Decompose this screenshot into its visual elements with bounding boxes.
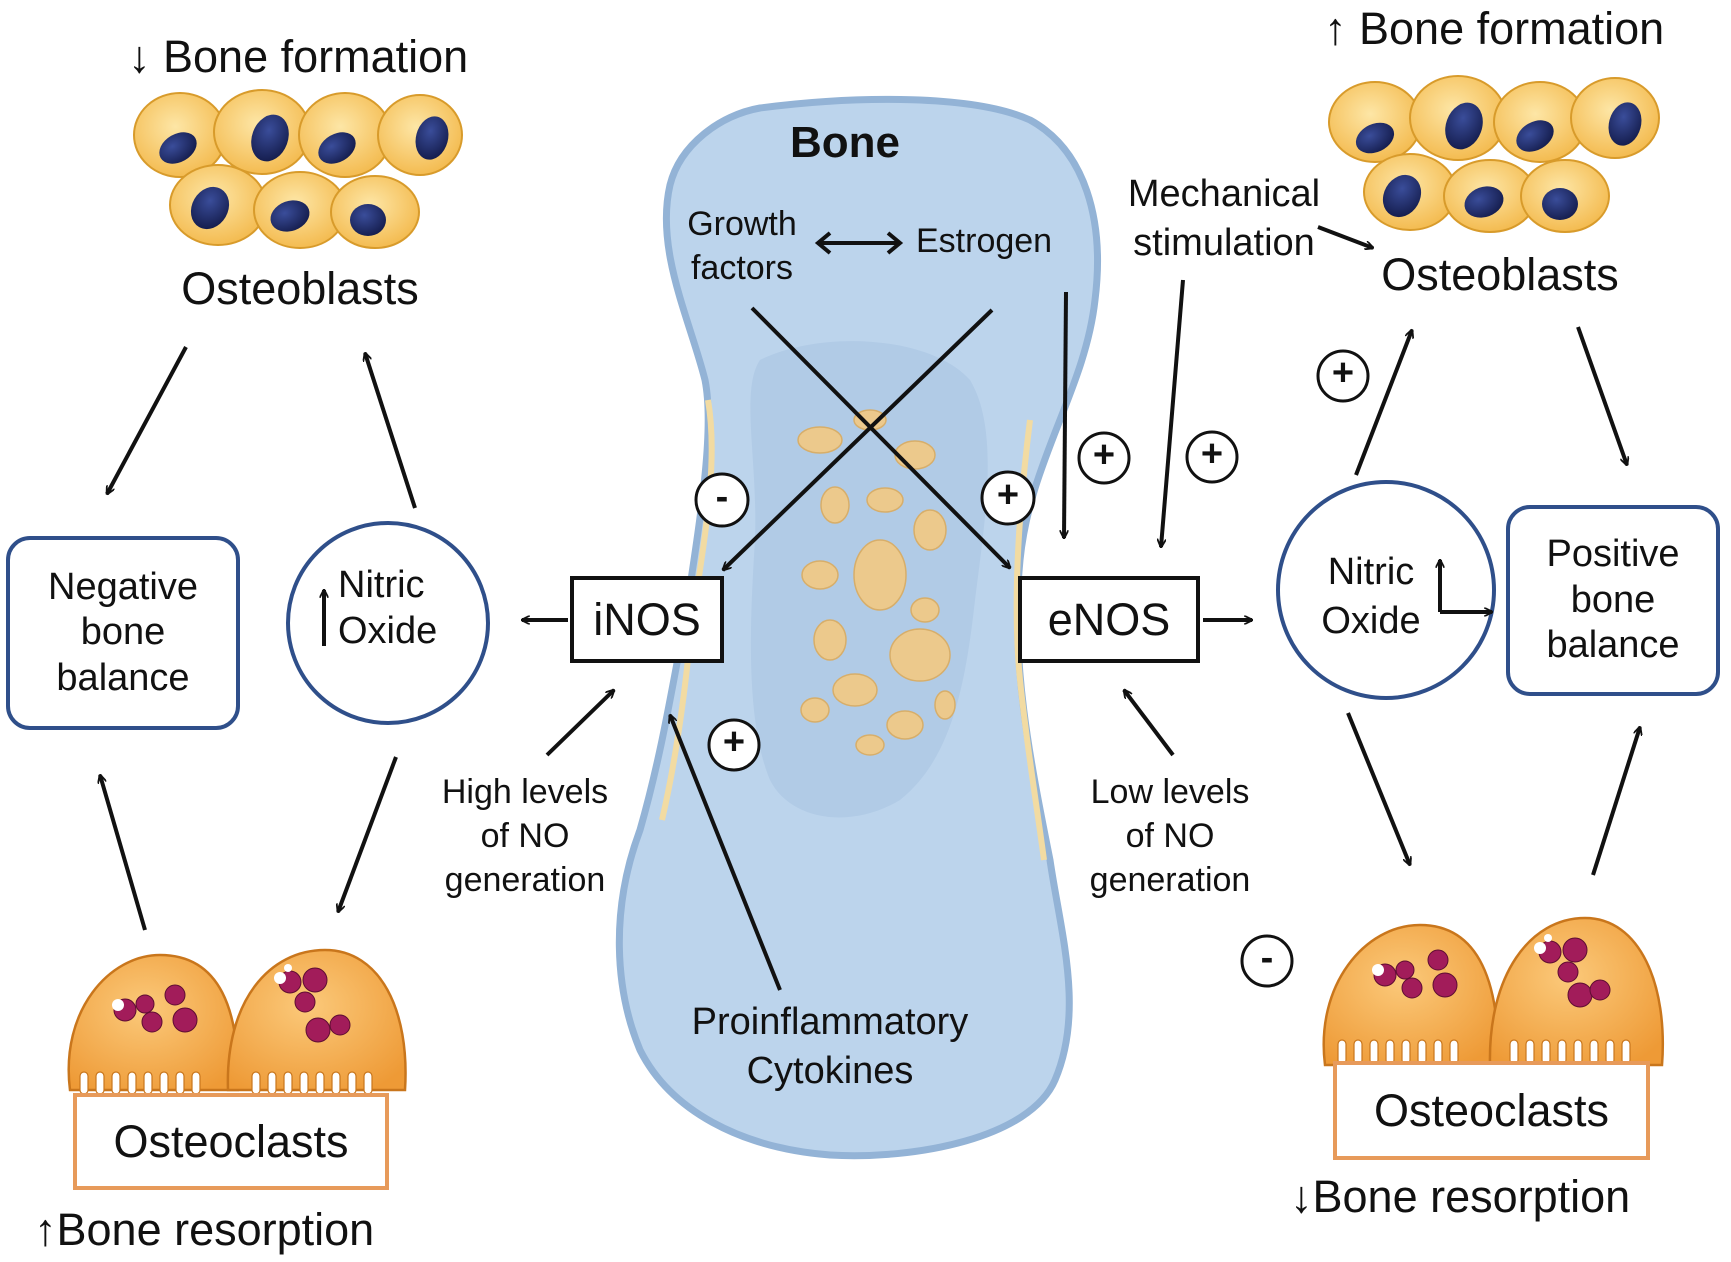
positive-balance-label: Positive bone balance	[1546, 533, 1680, 667]
minus-glyph-osteoclasts: -	[1260, 937, 1274, 979]
minus-sign-inos	[694, 472, 750, 528]
left-osteoblasts-label: Osteoblasts	[181, 263, 419, 314]
minus-glyph-inos: -	[715, 476, 729, 518]
high-levels-label: High levels of NO generation	[441, 773, 609, 900]
right-osteoblast-cells	[1328, 75, 1660, 233]
right-nitric-oxide-circle	[1276, 480, 1496, 700]
left-osteoclast-cells	[67, 948, 407, 1190]
plus-sign-estrogen	[1077, 431, 1131, 485]
left-bone-formation-label: ↓ Bone formation	[128, 31, 469, 82]
bone-label: Bone	[790, 118, 900, 167]
negative-balance-box	[6, 536, 240, 730]
left-nitric-oxide-label: Nitric Oxide	[338, 564, 438, 652]
minus-sign-osteoclasts	[1240, 934, 1294, 988]
right-bone-resorption-label: ↓Bone resorption	[1290, 1171, 1631, 1222]
enos-label: eNOS	[1047, 593, 1171, 645]
plus-sign-cytokines	[707, 718, 761, 772]
low-levels-label: Low levels of NO generation	[1089, 773, 1251, 900]
enos-box	[1018, 576, 1200, 663]
no-elbow-arrow	[1440, 560, 1492, 612]
right-osteoclasts-label: Osteoclasts	[1373, 1084, 1610, 1136]
proinflammatory-label: Proinflammatory Cytokines	[691, 1001, 969, 1093]
left-osteoclasts-label: Osteoclasts	[113, 1115, 349, 1167]
estrogen-label: Estrogen	[916, 222, 1053, 260]
plus-sign-mechanical	[1185, 430, 1239, 484]
right-nitric-oxide-label: Nitric Oxide	[1321, 551, 1421, 643]
plus-glyph-enos: +	[996, 474, 1020, 516]
inos-box	[570, 576, 724, 663]
plus-sign-osteoblasts	[1316, 349, 1370, 403]
mechanical-stimulation-label: Mechanical stimulation	[1127, 173, 1321, 265]
plus-sign-enos	[980, 470, 1036, 526]
negative-balance-label: Negative bone balance	[48, 565, 198, 699]
right-osteoclast-cells	[1322, 916, 1664, 1160]
plus-glyph-estrogen: +	[1092, 434, 1116, 476]
inos-label: iNOS	[593, 593, 701, 645]
plus-glyph-osteoblasts: +	[1331, 352, 1355, 394]
double-arrow	[814, 231, 904, 255]
left-nitric-oxide-circle	[286, 521, 490, 725]
right-bone-formation-label: ↑ Bone formation	[1324, 3, 1665, 54]
plus-glyph-cytokines: +	[722, 721, 746, 763]
growth-factors-label: Growth factors	[687, 205, 797, 288]
left-bone-resorption-label: ↑Bone resorption	[34, 1204, 375, 1255]
right-osteoblasts-label: Osteoblasts	[1381, 249, 1619, 300]
arrows	[100, 225, 1640, 991]
positive-balance-box	[1506, 505, 1720, 696]
plus-glyph-mechanical: +	[1200, 433, 1224, 475]
left-osteoblast-cells	[133, 89, 463, 249]
